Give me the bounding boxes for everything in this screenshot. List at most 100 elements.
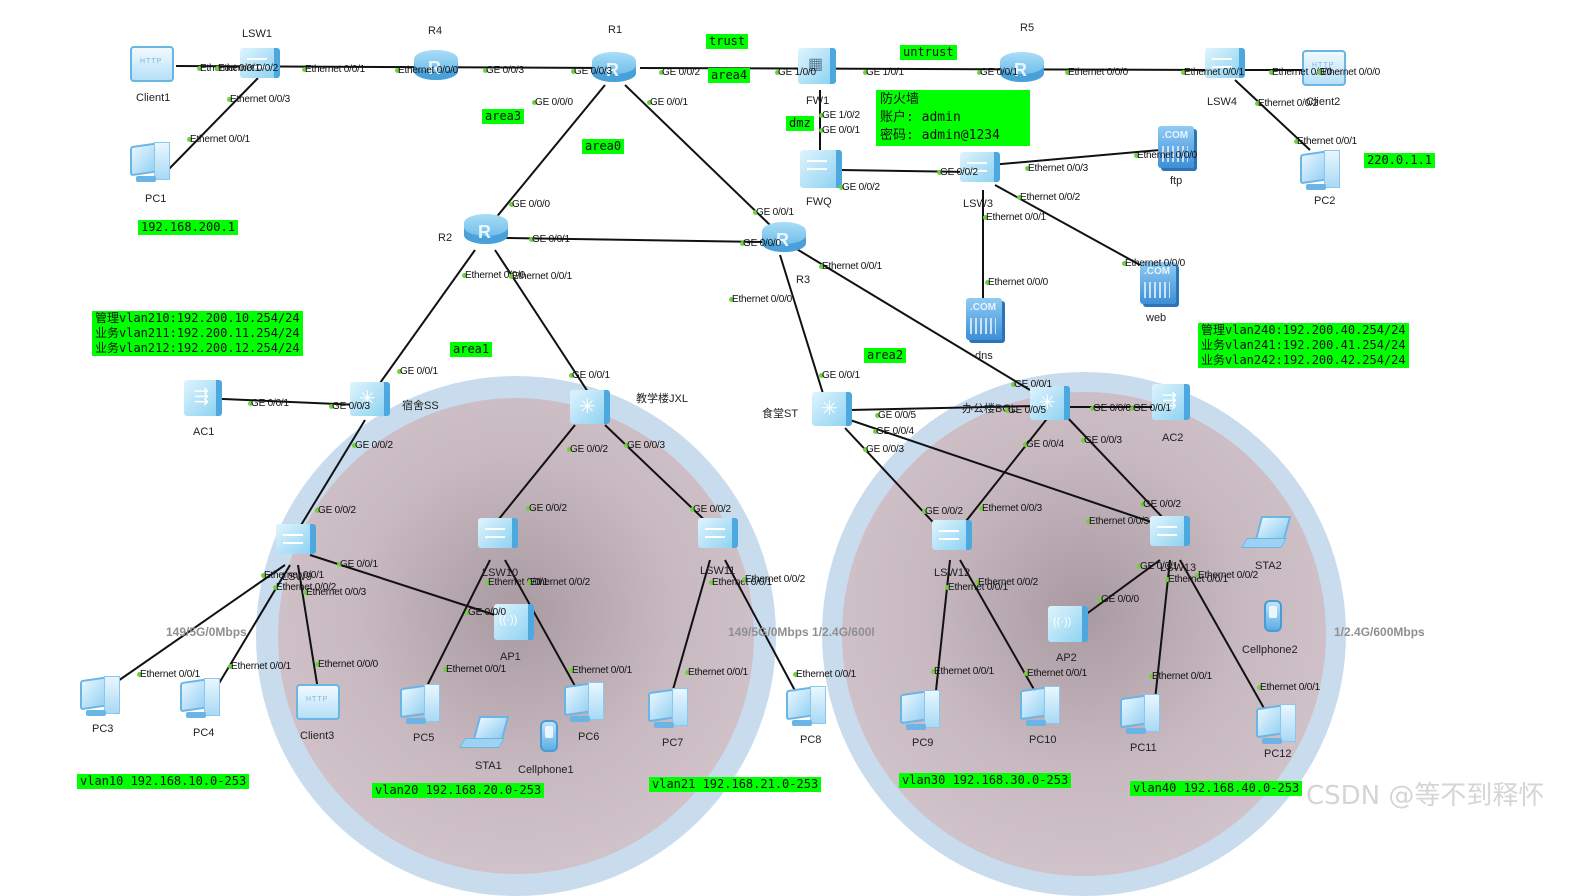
port-dot	[248, 401, 253, 406]
link	[779, 254, 826, 401]
r3-icon[interactable]	[762, 222, 806, 252]
port-dot	[1017, 195, 1022, 200]
pc7-icon[interactable]	[648, 686, 688, 732]
ap1-radio-left-label: 149/5G/0Mbps	[166, 625, 247, 639]
client1-icon[interactable]	[130, 46, 174, 82]
ac1-icon[interactable]	[184, 380, 222, 416]
port-label: Ethernet 0/0/1	[1260, 682, 1321, 693]
port-label: GE 0/0/2	[940, 167, 978, 178]
port-label: GE 0/0/2	[570, 444, 608, 455]
port-dot	[1065, 70, 1070, 75]
ap2-icon[interactable]	[1048, 606, 1088, 642]
lsw1-icon[interactable]	[240, 48, 280, 78]
pc5-icon[interactable]	[400, 682, 440, 728]
pc2-icon[interactable]	[1300, 148, 1340, 194]
port-dot	[1122, 261, 1127, 266]
port-dot	[527, 580, 532, 585]
port-dot	[1317, 70, 1322, 75]
port-dot	[659, 70, 664, 75]
port-label: GE 0/0/3	[1084, 435, 1122, 446]
pc8-icon[interactable]	[786, 684, 826, 730]
pc10-icon[interactable]	[1020, 684, 1060, 730]
jxl-core-switch-icon[interactable]	[570, 390, 610, 424]
ac2-icon[interactable]	[1152, 384, 1190, 420]
port-dot	[1081, 438, 1086, 443]
port-dot	[465, 610, 470, 615]
r4-icon[interactable]	[414, 50, 458, 80]
link	[604, 424, 716, 531]
link	[844, 427, 946, 536]
port-label: GE 0/0/1	[822, 370, 860, 381]
pc1-icon[interactable]	[130, 140, 170, 186]
port-label: Ethernet 0/0/2	[1258, 98, 1319, 109]
lsw3-label: LSW3	[963, 198, 993, 210]
pc4-icon[interactable]	[180, 676, 220, 722]
vlan20-tag: vlan20 192.168.20.0-253	[372, 783, 545, 798]
r5-icon[interactable]	[1000, 52, 1044, 82]
port-label: GE 0/0/0	[512, 199, 550, 210]
port-dot	[685, 670, 690, 675]
pc8-label: PC8	[800, 734, 822, 746]
sta1-icon[interactable]	[459, 716, 510, 752]
port-dot	[1165, 577, 1170, 582]
r2-icon[interactable]	[464, 214, 508, 244]
csdn-watermark: CSDN @等不到释怀	[1306, 781, 1545, 811]
lsw9-icon[interactable]	[276, 524, 316, 554]
port-dot	[977, 70, 982, 75]
bgl-core-switch-icon[interactable]	[1030, 386, 1070, 420]
lsw3-icon[interactable]	[960, 152, 1000, 182]
pc6-icon[interactable]	[564, 680, 604, 726]
port-dot	[819, 128, 824, 133]
lsw10-icon[interactable]	[478, 518, 518, 548]
port-label: Ethernet 0/0/0	[1068, 67, 1129, 78]
cellphone1-icon[interactable]	[540, 720, 558, 752]
port-dot	[1140, 502, 1145, 507]
port-dot	[1269, 70, 1274, 75]
pc11-icon[interactable]	[1120, 692, 1160, 738]
ac2-label: AC2	[1162, 432, 1184, 444]
client3-icon[interactable]	[296, 684, 340, 720]
fw1-icon[interactable]	[798, 48, 836, 84]
port-label: Ethernet 0/0/1	[305, 64, 366, 75]
r1-icon[interactable]	[592, 52, 636, 82]
link	[294, 419, 366, 536]
port-label: GE 0/0/3	[486, 65, 524, 76]
fwq-icon[interactable]	[800, 150, 842, 188]
area-tag-area2: area2	[864, 348, 907, 363]
port-label: Ethernet 0/0/1	[231, 661, 292, 672]
firewall-credentials-note: 防火墙 账户: admin 密码: admin@1234	[876, 90, 1030, 146]
port-label: Ethernet 0/0/3	[230, 94, 291, 105]
link	[849, 405, 1036, 411]
pc3-icon[interactable]	[80, 674, 120, 720]
lsw11-icon[interactable]	[698, 518, 738, 548]
lsw13-icon[interactable]	[1150, 516, 1190, 546]
port-label: GE 0/0/3	[866, 444, 904, 455]
web-icon[interactable]	[1140, 262, 1176, 304]
zone-tag-dmz: dmz	[786, 116, 814, 131]
pc12-icon[interactable]	[1256, 702, 1296, 748]
pc9-icon[interactable]	[900, 688, 940, 734]
client2-icon[interactable]	[1302, 50, 1346, 86]
ftp-icon[interactable]	[1158, 126, 1194, 168]
port-dot	[315, 508, 320, 513]
port-dot	[873, 429, 878, 434]
port-dot	[352, 443, 357, 448]
ss-label: 宿舍SS	[402, 400, 439, 412]
st-core-switch-icon[interactable]	[812, 392, 852, 426]
sta2-icon[interactable]	[1241, 516, 1292, 552]
lsw12-icon[interactable]	[932, 520, 972, 550]
dns-icon[interactable]	[966, 298, 1002, 340]
ap1-icon[interactable]	[494, 604, 534, 640]
ss-core-switch-icon[interactable]	[350, 382, 390, 416]
port-label: Ethernet 0/0/0	[1137, 150, 1198, 161]
lsw4-icon[interactable]	[1205, 48, 1245, 78]
link	[1154, 559, 1171, 701]
port-dot	[215, 66, 220, 71]
link	[104, 564, 286, 691]
port-dot	[1134, 153, 1139, 158]
port-dot	[567, 447, 572, 452]
pc4-label: PC4	[193, 727, 215, 739]
port-dot	[1011, 382, 1016, 387]
port-label: Ethernet 0/0/0	[318, 659, 379, 670]
cellphone2-icon[interactable]	[1264, 600, 1282, 632]
